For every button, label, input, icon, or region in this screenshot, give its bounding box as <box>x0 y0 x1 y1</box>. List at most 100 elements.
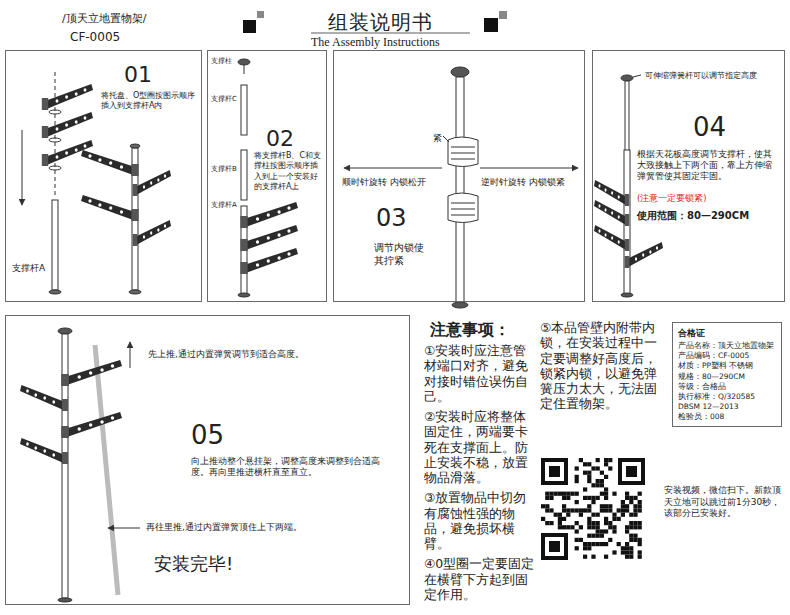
drawing-part <box>600 471 604 475</box>
drawing-part <box>583 496 587 500</box>
drawing-part <box>451 147 475 159</box>
drawing-part <box>451 203 475 215</box>
drawing-part <box>95 345 118 595</box>
step-text: 安装完毕! <box>154 552 284 575</box>
step-panel: 01将托盘、O型圈按图示顺序插入到支撑杆A内支撑杆A <box>5 50 202 302</box>
drawing-part <box>596 458 600 462</box>
drawing-part <box>591 500 595 504</box>
certificate-line: 检验员：008 <box>678 412 776 422</box>
note-text: 注意事项： <box>430 320 550 341</box>
drawing-part <box>604 475 608 479</box>
drawing-part <box>604 529 608 533</box>
drawing-part <box>49 166 61 170</box>
drawing-part <box>600 479 604 483</box>
drawing-part <box>604 508 608 512</box>
step-text: (注意一定要锁紧) <box>637 193 779 204</box>
drawing-part <box>541 458 568 485</box>
drawing-part <box>562 496 566 500</box>
drawing-part <box>621 508 625 512</box>
drawing-part <box>638 550 642 554</box>
drawing-part <box>600 508 604 512</box>
drawing-part <box>587 479 591 483</box>
drawing-part <box>133 170 171 196</box>
drawing-part <box>583 462 587 466</box>
drawing-part <box>566 492 570 496</box>
step-text: 03 <box>376 203 416 234</box>
drawing-part <box>42 112 93 138</box>
drawing-part <box>541 504 545 508</box>
drawing-part <box>587 517 591 521</box>
drawing-part <box>451 67 469 77</box>
certificate-line: 材质：PP塑料 不锈钢 <box>678 361 776 371</box>
drawing-part <box>591 466 595 470</box>
drawing-part <box>456 77 464 304</box>
step-text: 紧 <box>433 133 445 145</box>
drawing-part <box>621 550 625 554</box>
drawing-part <box>591 542 595 546</box>
drawing-part <box>129 290 141 294</box>
note-text: ①安装时应注意管材端口对齐，避免对接时错位误伤自己。 <box>424 343 535 404</box>
drawing-part <box>612 513 616 517</box>
drawing-part <box>549 521 553 525</box>
drawing-part <box>587 525 591 529</box>
drawing-part <box>596 466 600 470</box>
drawing-part <box>240 225 298 251</box>
drawing-part <box>591 521 595 525</box>
drawing-part <box>58 328 72 334</box>
drawing-part <box>42 84 93 110</box>
drawing-part <box>638 521 642 525</box>
drawing-part <box>591 525 595 529</box>
note-text: ②安装时应将整体固定住，两端要卡死在支撑面上。防止安装不稳，放置物品滑落。 <box>424 409 535 485</box>
drawing-part <box>638 555 642 559</box>
step-text: 向上推动整个悬挂架，调整高度来调整到合适高度。再向里推进横杆直至直立。 <box>191 456 396 478</box>
drawing-part <box>621 500 625 504</box>
drawing-part <box>621 513 625 517</box>
drawing-part <box>480 168 578 169</box>
drawing-part <box>541 533 568 560</box>
drawing-part <box>604 542 608 546</box>
drawing-part <box>633 75 641 77</box>
step-text: 04 <box>693 111 733 145</box>
step-text: 可伸缩弹簧杆可以调节指定高度 <box>645 71 783 81</box>
drawing-part <box>562 525 566 529</box>
drawing-part <box>600 492 604 496</box>
drawing-part <box>562 504 566 508</box>
drawing-part <box>608 508 612 512</box>
drawing-part <box>633 508 637 512</box>
drawing-part <box>484 18 498 32</box>
drawing-part <box>629 550 633 554</box>
drawing-part <box>608 525 612 529</box>
drawing-part <box>629 496 633 500</box>
drawing-part <box>558 525 562 529</box>
drawing-part <box>579 458 583 462</box>
drawing-part <box>625 504 629 508</box>
drawing-part <box>49 110 61 114</box>
step-text: 逆时针旋转 内锁锁紧 <box>481 177 581 188</box>
drawing-part <box>545 496 549 500</box>
drawing-part <box>608 504 612 508</box>
drawing-part <box>596 513 600 517</box>
drawing-part <box>575 529 579 533</box>
drawing-part <box>133 220 171 246</box>
drawing-part <box>241 85 247 135</box>
drawing-part <box>600 534 604 538</box>
drawing-part <box>570 492 574 496</box>
drawing-part <box>591 496 595 500</box>
drawing-part <box>625 508 629 512</box>
step-panel: 紧顺时针旋转 内锁松开逆时针旋转 内锁锁紧03调节内锁使其拧紧 <box>333 50 585 302</box>
drawing-part <box>604 504 608 508</box>
drawing-part <box>594 200 629 226</box>
drawing-part <box>604 517 608 521</box>
drawing-part <box>594 225 629 251</box>
drawing-part <box>452 302 468 308</box>
drawing-part <box>52 200 58 290</box>
drawing-part <box>583 546 587 550</box>
drawing-part <box>629 538 633 542</box>
drawing-part <box>604 487 608 491</box>
drawing-part <box>562 517 566 521</box>
drawing-part <box>579 525 583 529</box>
drawing-part <box>596 521 600 525</box>
drawing-part <box>238 59 250 65</box>
title: 组装说明书 <box>328 9 478 35</box>
step2-drawing <box>238 59 250 297</box>
